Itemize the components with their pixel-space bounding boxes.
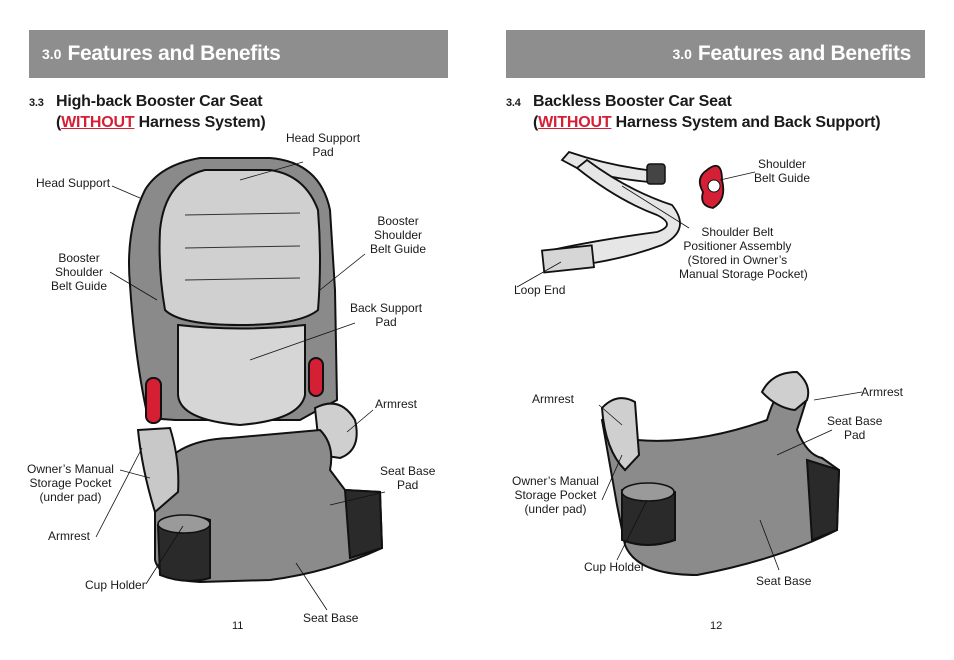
back-support-pad-shape — [177, 323, 306, 427]
belt-guide-left — [145, 377, 162, 424]
armrest-right-shape — [760, 370, 810, 412]
section-banner: 3.0 Features and Benefits — [29, 30, 448, 78]
chapter-title: Features and Benefits — [67, 42, 281, 65]
armrest-left-shape — [136, 426, 180, 514]
label-seat-base: Seat Base — [303, 611, 359, 625]
section-number: 3.4 — [506, 97, 521, 109]
paren: ( — [533, 114, 539, 131]
label-cup-holder: Cup Holder — [85, 578, 146, 592]
section-title-line1: High-back Booster Car Seat — [56, 93, 263, 110]
belt-buckle — [646, 163, 666, 185]
page-number: 11 — [232, 620, 244, 632]
page-right: 3.0 Features and Benefits 3.4 Backless Bo… — [477, 0, 954, 660]
section-title-line2: Harness System) — [134, 114, 266, 131]
page-left: 3.0 Features and Benefits 3.3 High-back B… — [27, 30, 448, 632]
section-heading: 3.4 Backless Booster Car Seat (WITHOUT Ha… — [506, 92, 881, 133]
label-armrest-right: Armrest — [375, 397, 417, 411]
label-armrest-right: Armrest — [861, 385, 903, 399]
label-armrest-left: Armrest — [48, 529, 90, 543]
section-title-line1: Backless Booster Car Seat — [533, 93, 732, 110]
without-emphasis: WITHOUT — [538, 114, 612, 131]
section-heading: 3.3 High-back Booster Car Seat (WITHOUT H… — [29, 92, 266, 133]
section-banner: 3.0 Features and Benefits — [506, 30, 925, 78]
section-number: 3.3 — [29, 97, 44, 109]
label-head-support: Head Support — [36, 176, 111, 190]
label-cup-holder: Cup Holder — [584, 560, 645, 574]
page-number: 12 — [710, 620, 723, 632]
chapter-number: 3.0 — [42, 46, 62, 62]
high-back-booster-illustration — [95, 157, 386, 611]
seat-base-shape — [600, 376, 841, 577]
paren: ( — [56, 114, 62, 131]
label-loop-end: Loop End — [514, 283, 566, 297]
section-title-line2: Harness System and Back Support) — [611, 114, 881, 131]
chapter-number: 3.0 — [672, 46, 692, 62]
backless-booster-illustration — [516, 150, 863, 577]
belt-guide-right — [308, 357, 324, 397]
label-seat-base: Seat Base — [756, 574, 812, 588]
label-armrest-left: Armrest — [532, 392, 574, 406]
without-emphasis: WITHOUT — [61, 114, 135, 131]
chapter-title: Features and Benefits — [697, 42, 911, 65]
